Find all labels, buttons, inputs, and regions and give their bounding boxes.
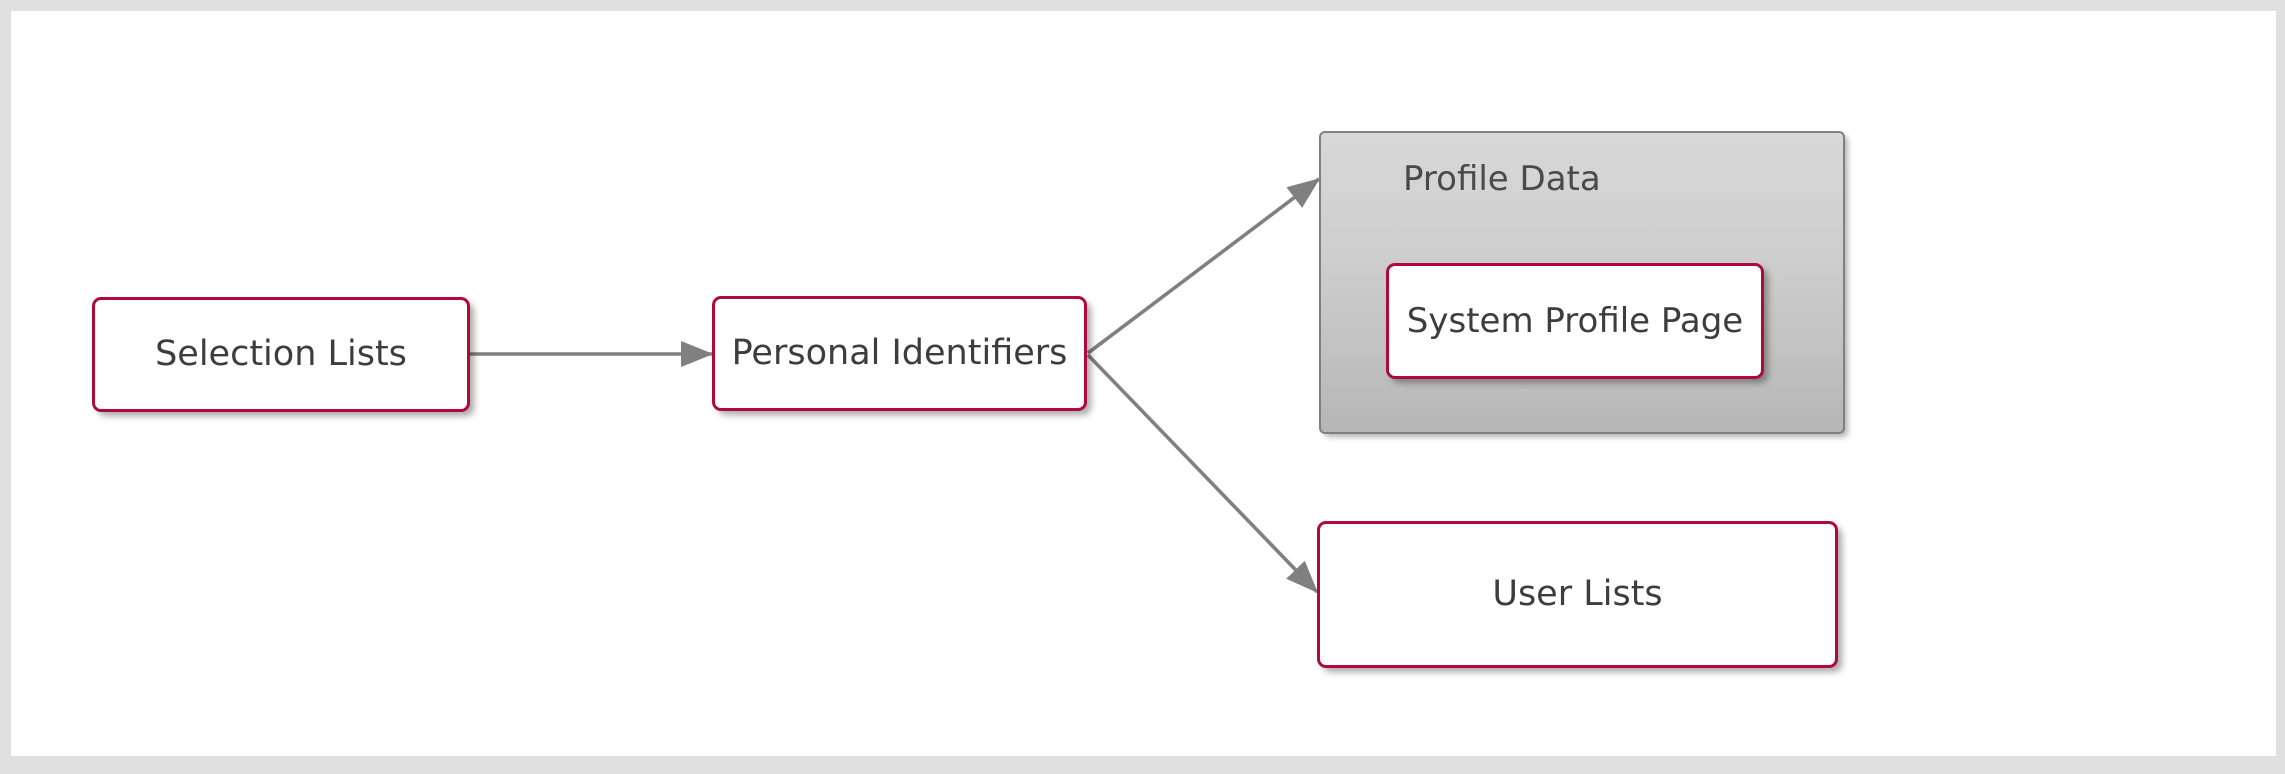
node-personal-identifiers-label: Personal Identifiers — [731, 332, 1068, 373]
node-selection-lists-label: Selection Lists — [155, 333, 407, 374]
node-user-lists-label: User Lists — [1492, 573, 1663, 614]
node-system-profile-page[interactable]: System Profile Page — [1386, 263, 1764, 379]
node-personal-identifiers[interactable]: Personal Identifiers — [712, 296, 1087, 411]
node-system-profile-page-label: System Profile Page — [1406, 300, 1744, 341]
group-profile-data[interactable]: Profile Data System Profile Page — [1319, 131, 1845, 434]
node-selection-lists[interactable]: Selection Lists — [92, 297, 470, 412]
node-user-lists[interactable]: User Lists — [1317, 521, 1838, 668]
group-profile-data-title: Profile Data — [1403, 159, 1601, 199]
